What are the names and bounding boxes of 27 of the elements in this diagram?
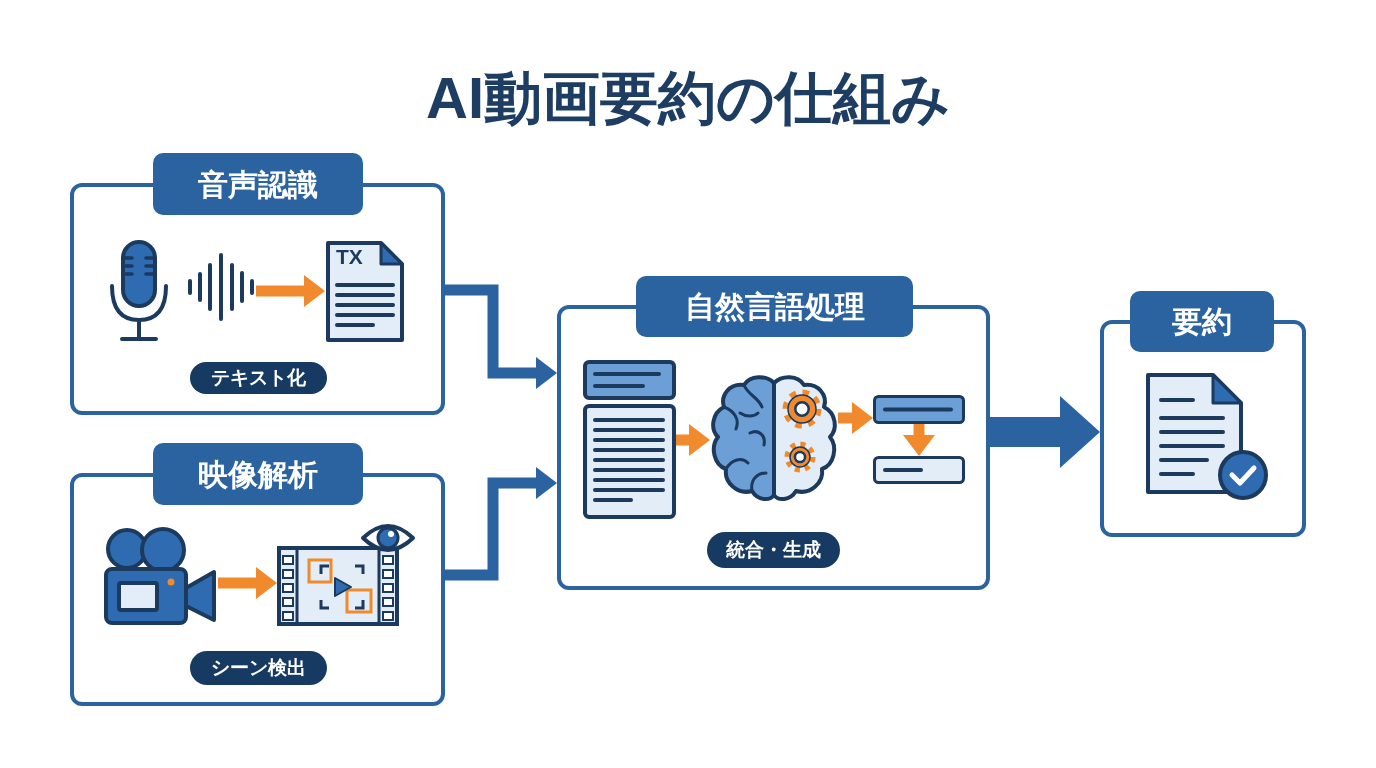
step-label: 統合・生成 xyxy=(707,532,840,568)
sound-wave-icon xyxy=(186,252,256,322)
text-bar-icon xyxy=(873,456,965,484)
arrow xyxy=(838,402,873,434)
process-panel xyxy=(1100,291,1306,537)
panel-heading: 自然言語処理 xyxy=(636,276,913,337)
diagram-title: AI動画要約の仕組み xyxy=(426,64,950,132)
panel-heading: 音声認識 xyxy=(153,153,363,215)
panel-heading: 要約 xyxy=(1130,291,1274,352)
video-camera-icon xyxy=(103,526,218,626)
block-arrow xyxy=(990,396,1100,468)
arrow xyxy=(676,424,710,456)
process-panel xyxy=(70,443,445,706)
arrow xyxy=(903,424,935,456)
arrow xyxy=(218,567,277,599)
process-panel xyxy=(557,276,990,590)
elbow-arrow xyxy=(445,284,557,389)
process-panel xyxy=(70,153,445,415)
step-label: テキスト化 xyxy=(190,362,327,394)
brain-gears-icon xyxy=(710,373,838,504)
document-label: TX xyxy=(336,246,363,267)
panel-heading: 映像解析 xyxy=(153,443,363,505)
elbow-arrow xyxy=(445,467,557,581)
arrow xyxy=(256,275,325,307)
text-bar-icon xyxy=(873,395,965,424)
step-label: シーン検出 xyxy=(190,651,327,685)
document-stack-icon xyxy=(583,360,676,519)
